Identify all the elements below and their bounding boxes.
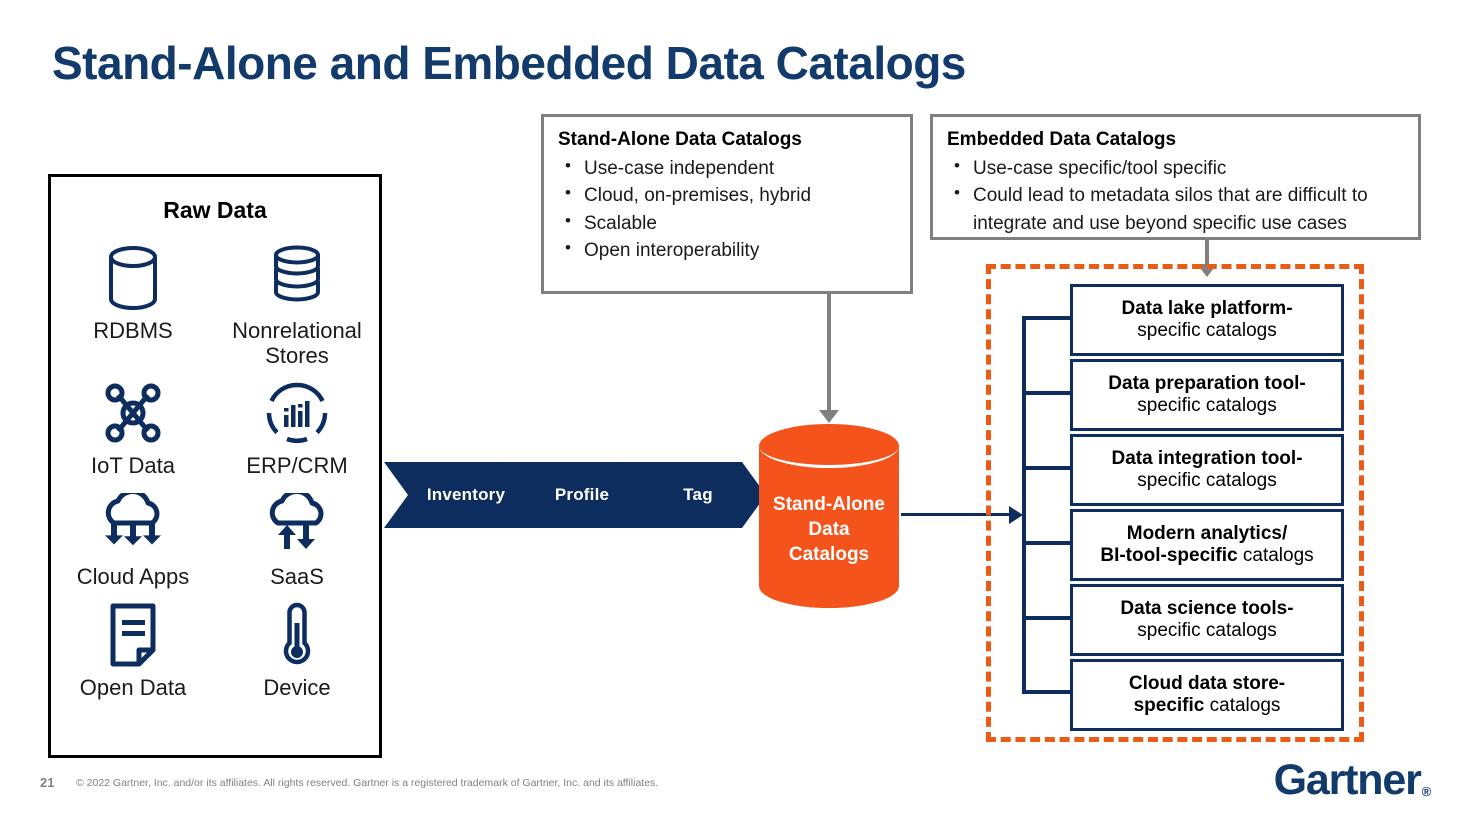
document-page-icon [107, 596, 159, 674]
connector-arrowhead-right-icon [1009, 506, 1023, 524]
catalog-box-line2-rest: catalogs [1204, 695, 1281, 716]
cylinder-top-ellipse [759, 424, 899, 468]
catalog-box-data-integration-tool[interactable]: Data integration tool- specific catalogs [1070, 434, 1344, 506]
embedded-catalogs-region [986, 264, 1364, 742]
callout-bullet: Could lead to metadata silos that are di… [947, 181, 1404, 237]
raw-data-item-nonrelational-stores[interactable]: Nonrelational Stores [215, 239, 379, 368]
catalog-box-line2: BI-tool-specific catalogs [1100, 545, 1313, 567]
bracket-branch [1022, 391, 1072, 395]
catalog-box-line1: Cloud data store- [1128, 672, 1286, 694]
page-title: Stand-Alone and Embedded Data Catalogs [52, 37, 966, 89]
catalog-box-line2-bold: BI-tool-specific [1100, 545, 1238, 566]
callout-bullet: Open interoperability [558, 236, 896, 264]
bracket-branch [1022, 690, 1072, 694]
cylinder-label-line: Data [808, 519, 850, 541]
catalog-box-line1: Data science tools- [1120, 597, 1294, 619]
page-number: 21 [40, 775, 55, 790]
catalog-box-cloud-data-store[interactable]: Cloud data store- specific catalogs [1070, 659, 1344, 731]
connector-cylinder-to-catalogs [901, 513, 1011, 516]
connector-embedded-to-region [1205, 240, 1209, 266]
catalog-box-data-science-tools[interactable]: Data science tools- specific catalogs [1070, 584, 1344, 656]
callout-bullet: Scalable [558, 209, 896, 237]
process-step-label: Inventory [426, 485, 506, 504]
cylinder-label: Stand-Alone Data Catalogs [759, 492, 899, 567]
bracket-branch [1022, 466, 1072, 470]
catalog-box-line2: specific catalogs [1137, 470, 1277, 491]
catalog-box-modern-analytics-bi-tool[interactable]: Modern analytics/ BI-tool-specific catal… [1070, 509, 1344, 581]
process-step-label: Tag [683, 485, 713, 504]
thermometer-icon [278, 596, 316, 674]
callout-bullet-list: Use-case independent Cloud, on-premises,… [558, 154, 896, 264]
callout-bullet-list: Use-case specific/tool specific Could le… [947, 154, 1404, 237]
catalog-box-line2: specific catalogs [1134, 695, 1281, 717]
raw-data-item-saas[interactable]: SaaS [215, 485, 379, 590]
catalog-box-line2-rest: catalogs [1237, 545, 1314, 566]
raw-data-label: RDBMS [93, 318, 173, 343]
bracket-branch [1022, 316, 1072, 320]
gartner-logo: Gartner® [1273, 756, 1432, 805]
raw-data-label: ERP/CRM [246, 453, 348, 479]
connector-standalone-to-cylinder [827, 294, 831, 412]
raw-data-label: Cloud Apps [76, 563, 190, 589]
cylinder-label-line: Catalogs [788, 544, 870, 566]
catalog-box-line2: specific catalogs [1137, 395, 1277, 416]
raw-data-label: SaaS [270, 563, 324, 589]
callout-stand-alone-data-catalogs: Stand-Alone Data Catalogs Use-case indep… [541, 114, 913, 294]
bracket-branch [1022, 541, 1072, 545]
process-step-tag[interactable]: Tag [616, 462, 766, 528]
raw-data-item-iot-data[interactable]: IoT Data [51, 374, 215, 479]
stacked-disks-icon [269, 239, 325, 317]
cylinder-body [759, 446, 899, 586]
catalog-box-line2-bold: specific [1133, 695, 1205, 716]
catalog-box-line1: Data integration tool- [1111, 447, 1303, 469]
catalog-box-data-lake-platform[interactable]: Data lake platform- specific catalogs [1070, 284, 1344, 356]
raw-data-panel: Raw Data RDBMS [48, 174, 382, 758]
database-cylinder-icon [105, 239, 161, 317]
registered-trademark-icon: ® [1421, 784, 1432, 799]
catalog-box-line1: Data lake platform- [1121, 297, 1293, 319]
raw-data-label: IoT Data [91, 453, 175, 479]
bar-chart-circle-icon [265, 374, 329, 452]
raw-data-icon-grid: RDBMS Nonrelational Stores [51, 239, 379, 700]
raw-data-item-open-data[interactable]: Open Data [51, 596, 215, 701]
network-nodes-icon [100, 374, 166, 452]
callout-title: Stand-Alone Data Catalogs [558, 129, 802, 150]
copyright-notice: © 2022 Gartner, Inc. and/or its affiliat… [76, 777, 659, 789]
catalog-box-data-preparation-tool[interactable]: Data preparation tool- specific catalogs [1070, 359, 1344, 431]
callout-bullet: Use-case specific/tool specific [947, 154, 1404, 182]
connector-arrowhead-down-icon [819, 410, 839, 423]
raw-data-item-erp-crm[interactable]: ERP/CRM [215, 374, 379, 479]
gartner-logo-text: Gartner [1273, 756, 1422, 804]
process-step-label: Profile [554, 485, 610, 504]
cloud-three-arrows-icon [96, 485, 170, 563]
catalog-box-line2: specific catalogs [1137, 620, 1277, 641]
callout-embedded-data-catalogs: Embedded Data Catalogs Use-case specific… [930, 114, 1421, 240]
callout-bullet: Use-case independent [558, 154, 896, 182]
raw-data-label: Nonrelational Stores [232, 318, 362, 368]
raw-data-title: Raw Data [163, 197, 267, 223]
cloud-two-arrows-icon [260, 485, 334, 563]
catalog-box-line1: Data preparation tool- [1108, 372, 1306, 394]
raw-data-label: Open Data [79, 674, 187, 700]
raw-data-item-cloud-apps[interactable]: Cloud Apps [51, 485, 215, 590]
cylinder-label-line: Stand-Alone [773, 494, 885, 515]
raw-data-item-rdbms[interactable]: RDBMS [51, 239, 215, 368]
callout-title: Embedded Data Catalogs [947, 129, 1177, 150]
raw-data-item-device[interactable]: Device [215, 596, 379, 701]
bracket-spine [1022, 316, 1026, 694]
raw-data-label: Device [263, 674, 331, 700]
catalog-box-line2: specific catalogs [1137, 320, 1277, 341]
bracket-branch [1022, 616, 1072, 620]
catalog-box-line1: Modern analytics/ [1126, 522, 1288, 544]
stand-alone-data-catalogs-cylinder[interactable]: Stand-Alone Data Catalogs [759, 424, 899, 608]
callout-bullet: Cloud, on-premises, hybrid [558, 181, 896, 209]
